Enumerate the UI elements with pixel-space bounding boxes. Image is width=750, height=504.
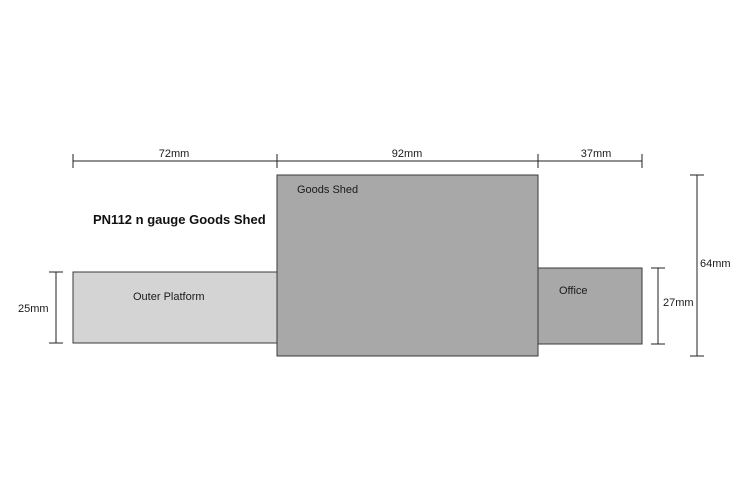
shed-width-label: 92mm bbox=[392, 148, 423, 160]
shed-height-label: 64mm bbox=[700, 258, 731, 270]
shed-height-dimension-line bbox=[690, 174, 704, 357]
goods-shed-label: Goods Shed bbox=[297, 184, 358, 196]
platform-height-dimension-line bbox=[49, 271, 63, 344]
office-height-label: 27mm bbox=[663, 297, 694, 309]
office-height-dimension-line bbox=[651, 267, 665, 345]
goods-shed-block bbox=[276, 174, 539, 357]
office-label: Office bbox=[559, 285, 588, 297]
diagram-title: PN112 n gauge Goods Shed bbox=[93, 212, 266, 227]
platform-height-label: 25mm bbox=[18, 303, 49, 315]
outer-platform-block bbox=[72, 271, 278, 344]
top-dimension-line bbox=[72, 154, 643, 168]
office-width-label: 37mm bbox=[581, 148, 612, 160]
office-block bbox=[537, 267, 643, 345]
outer-platform-label: Outer Platform bbox=[133, 291, 205, 303]
platform-width-label: 72mm bbox=[159, 148, 190, 160]
